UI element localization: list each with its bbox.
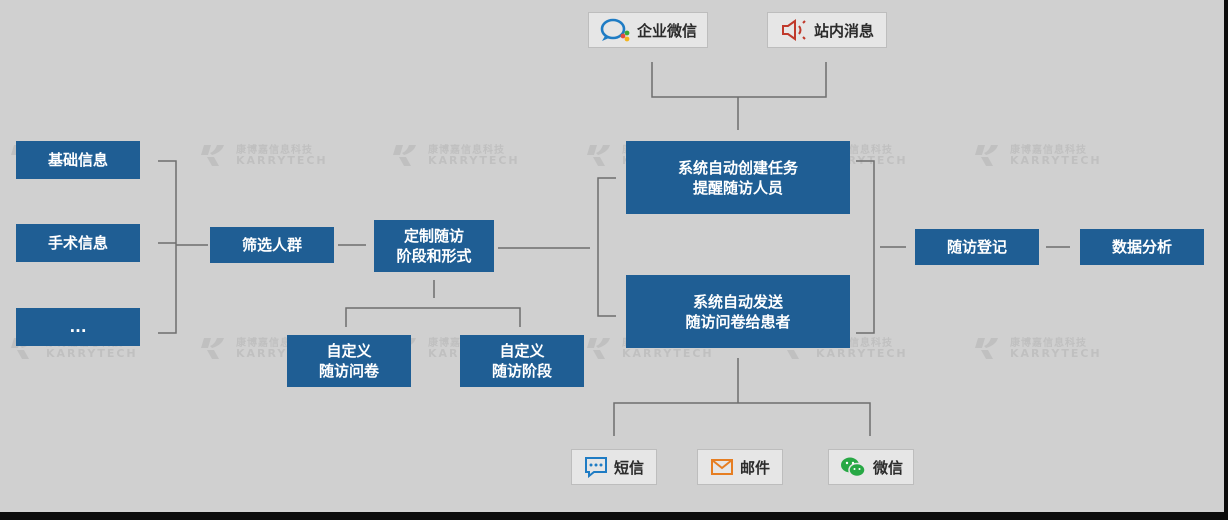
watermark-logo-icon: [975, 145, 998, 166]
watermark-cn: 康博嘉信息科技: [428, 145, 505, 156]
wechat-label: 微信: [872, 458, 903, 477]
watermark-logo-icon: [587, 338, 610, 359]
custom-stage-line2: 随访阶段: [491, 362, 552, 380]
auto-send-node: 系统自动发送 随访问卷给患者: [626, 275, 850, 348]
filter-node: 筛选人群: [210, 227, 334, 263]
wechat-channel: 微信: [828, 449, 914, 485]
watermark-en: KARRYTECH: [236, 154, 328, 167]
watermark-cn: 康博嘉信息科技: [816, 338, 893, 349]
watermark-cn: 康博嘉信息科技: [1010, 145, 1087, 156]
watermark-en: KARRYTECH: [1010, 154, 1102, 167]
surgery-info-node: 手术信息: [16, 224, 140, 262]
auto-task-line2: 提醒随访人员: [692, 178, 783, 197]
auto-send-line2: 随访问卷给患者: [685, 312, 791, 331]
watermark-logo-icon: [975, 338, 998, 359]
basic-info-label: 基础信息: [47, 151, 108, 169]
basic-info-node: 基础信息: [16, 141, 140, 179]
chat-bubble-icon: [584, 457, 607, 478]
custom-questionnaire-line2: 随访问卷: [318, 362, 379, 380]
watermark-logo-icon: [201, 145, 224, 166]
sms-channel: 短信: [571, 449, 657, 485]
custom-stage-line1: 自定义: [499, 342, 545, 360]
connector-right-bracket: [856, 160, 906, 334]
connector-inputs: [158, 160, 208, 334]
connector-top-channels: [651, 62, 827, 130]
speaker-icon: [781, 19, 806, 41]
wechat-icon: [840, 457, 866, 478]
watermark-en: KARRYTECH: [428, 154, 520, 167]
auto-send-line1: 系统自动发送: [692, 292, 783, 311]
wecom-icon: [600, 18, 630, 42]
wecom-label: 企业微信: [636, 21, 697, 40]
watermark-cn: 康博嘉信息科技: [1010, 338, 1087, 349]
watermark-en: KARRYTECH: [622, 347, 714, 360]
analysis-label: 数据分析: [1111, 238, 1172, 256]
register-node: 随访登记: [915, 229, 1039, 265]
wecom-channel: 企业微信: [588, 12, 708, 48]
connector-bottom-channels: [613, 358, 871, 436]
watermark-cn: 康博嘉信息科技: [816, 145, 893, 156]
custom-stage-node: 自定义 随访阶段: [460, 335, 584, 387]
email-label: 邮件: [739, 458, 770, 477]
customize-stage-node: 定制随访 阶段和形式: [374, 220, 494, 272]
watermark-logo-icon: [201, 338, 224, 359]
filter-label: 筛选人群: [241, 236, 302, 254]
watermark-cn: 康博嘉信息科技: [236, 145, 313, 156]
more-node: ...: [16, 308, 140, 346]
custom-questionnaire-line1: 自定义: [326, 342, 372, 360]
watermark-en: KARRYTECH: [816, 347, 908, 360]
more-label: ...: [69, 318, 87, 336]
watermark-en: KARRYTECH: [46, 347, 138, 360]
customize-stage-line1: 定制随访: [403, 227, 464, 245]
watermark-cn: 康博嘉信息科技: [236, 338, 313, 349]
connector-customize-sub: [345, 280, 521, 327]
analysis-node: 数据分析: [1080, 229, 1204, 265]
sms-label: 短信: [613, 458, 644, 477]
watermark-logo-icon: [393, 145, 416, 166]
auto-task-node: 系统自动创建任务 提醒随访人员: [626, 141, 850, 214]
customize-stage-line2: 阶段和形式: [396, 247, 472, 265]
register-label: 随访登记: [946, 238, 1007, 256]
inbox-channel: 站内消息: [767, 12, 887, 48]
watermark-en: KARRYTECH: [1010, 347, 1102, 360]
surgery-info-label: 手术信息: [47, 234, 108, 252]
inbox-label: 站内消息: [813, 21, 874, 40]
watermark-logo-icon: [587, 145, 610, 166]
custom-questionnaire-node: 自定义 随访问卷: [287, 335, 411, 387]
connector-tasks-bracket: [597, 177, 616, 317]
auto-task-line1: 系统自动创建任务: [677, 158, 798, 177]
email-channel: 邮件: [697, 449, 783, 485]
envelope-icon: [710, 459, 733, 475]
